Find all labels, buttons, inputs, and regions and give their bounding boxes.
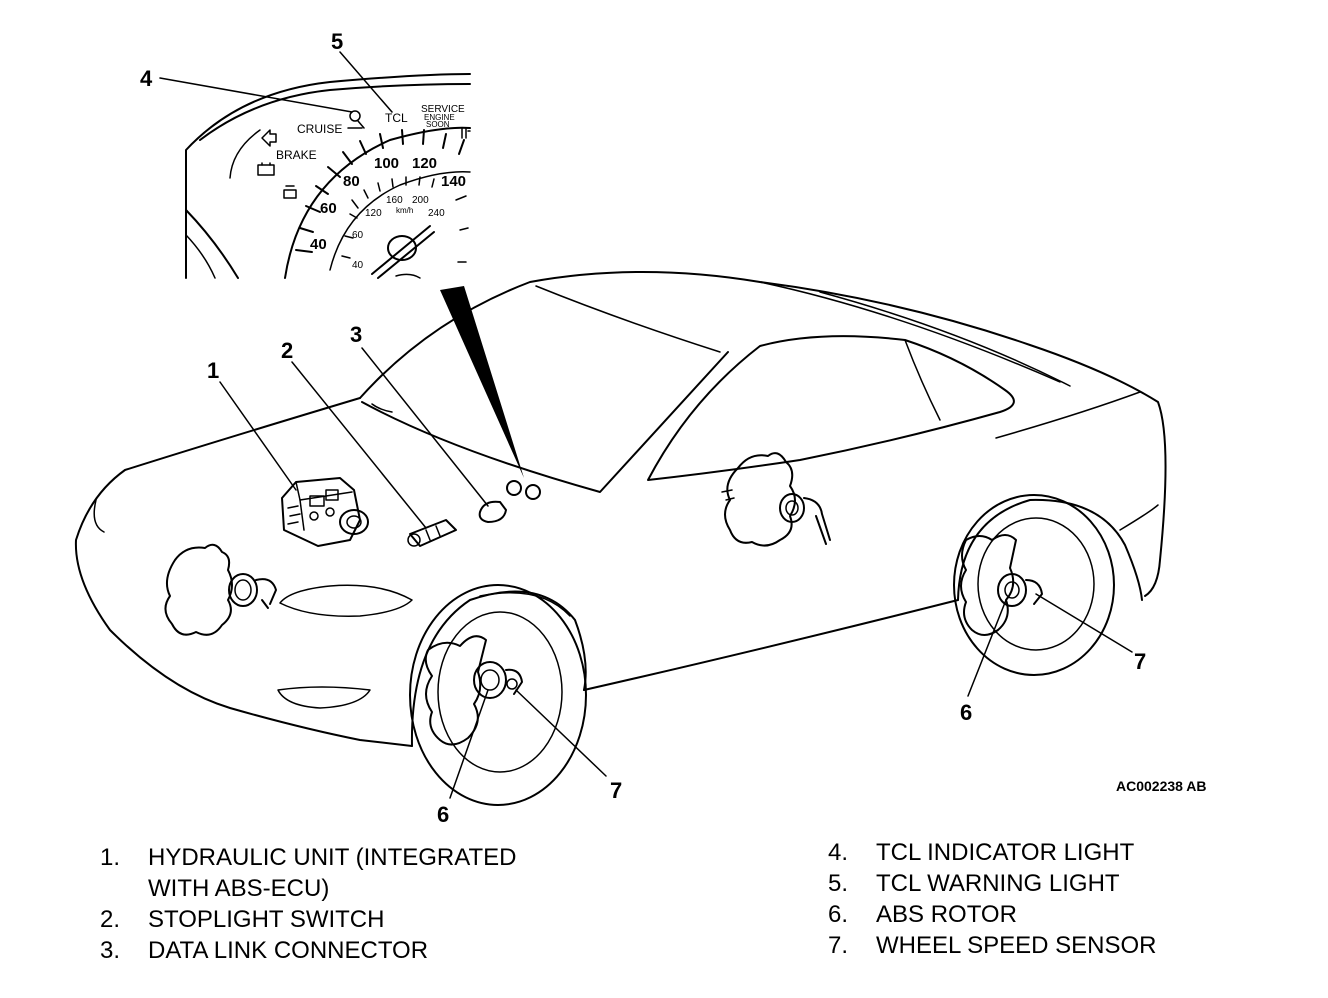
callout-5: 5 xyxy=(331,29,343,54)
callout-3: 3 xyxy=(350,322,362,347)
legend-left-column: 1. HYDRAULIC UNIT (INTEGRATED WITH ABS-E… xyxy=(100,842,516,966)
kmh-tick-60: 60 xyxy=(352,230,364,241)
legend-text: HYDRAULIC UNIT (INTEGRATED xyxy=(148,844,517,871)
callout-6-front: 6 xyxy=(437,802,449,827)
cruise-label: CRUISE xyxy=(297,122,342,136)
callout-6-rear: 6 xyxy=(960,700,972,725)
mph-tick-80: 80 xyxy=(343,173,360,190)
rear-right-wheel xyxy=(953,494,1115,676)
legend-text: STOPLIGHT SWITCH xyxy=(148,906,385,933)
legend-item-5: 5. TCL WARNING LIGHT xyxy=(828,868,1157,899)
front-left-brake-rotor xyxy=(164,543,277,636)
kmh-tick-120: 120 xyxy=(365,208,382,219)
hydraulic-unit xyxy=(281,477,369,547)
legend-item-1: 1. HYDRAULIC UNIT (INTEGRATED xyxy=(100,842,516,873)
legend-item-4: 4. TCL INDICATOR LIGHT xyxy=(828,837,1157,868)
kmh-tick-200: 200 xyxy=(412,195,429,206)
rear-left-brake-rotor xyxy=(721,452,831,547)
legend-text: WHEEL SPEED SENSOR xyxy=(876,932,1157,959)
legend-num: 2. xyxy=(100,906,121,933)
legend-num: 1. xyxy=(100,844,121,871)
tcl-indicator-icon xyxy=(347,110,365,129)
data-link-connector xyxy=(478,500,507,523)
inset-pointer-wedge xyxy=(440,286,524,478)
dash-lights-location xyxy=(506,480,541,500)
legend-item-2: 2. STOPLIGHT SWITCH xyxy=(100,904,516,935)
legend-num: 3. xyxy=(100,937,121,964)
service-icon xyxy=(461,127,471,139)
callout-7-front: 7 xyxy=(610,778,622,803)
kmh-unit-label: km/h xyxy=(396,206,413,215)
legend-item-3: 3. DATA LINK CONNECTOR xyxy=(100,935,516,966)
tcl-label: TCL xyxy=(385,111,408,125)
legend-right-column: 4. TCL INDICATOR LIGHT 5. TCL WARNING LI… xyxy=(828,837,1157,961)
callout-2: 2 xyxy=(281,338,293,363)
legend-text: DATA LINK CONNECTOR xyxy=(148,937,429,964)
service-label-line1: SERVICE xyxy=(421,104,465,115)
kmh-tick-40: 40 xyxy=(352,260,364,271)
legend-num: 7. xyxy=(828,932,849,959)
legend-num: 5. xyxy=(828,870,849,897)
callout-4: 4 xyxy=(140,66,153,91)
mph-tick-40: 40 xyxy=(310,236,327,253)
legend-text: ABS ROTOR xyxy=(876,901,1017,928)
front-right-wheel xyxy=(409,584,587,806)
callout-7-rear: 7 xyxy=(1134,649,1146,674)
legend-item-7: 7. WHEEL SPEED SENSOR xyxy=(828,930,1157,961)
legend-text: TCL INDICATOR LIGHT xyxy=(876,839,1135,866)
speedometer-ticks xyxy=(295,129,469,263)
legend-num: 4. xyxy=(828,839,849,866)
brake-label: BRAKE xyxy=(276,148,317,162)
instrument-cluster-inset: CRUISE BRAKE TCL SERVICE ENGINE SOON 40 … xyxy=(185,73,471,279)
legend-item-6: 6. ABS ROTOR xyxy=(828,899,1157,930)
speedometer-needle xyxy=(371,225,435,279)
kmh-tick-240: 240 xyxy=(428,208,445,219)
mph-tick-120: 120 xyxy=(412,155,437,172)
stoplight-switch xyxy=(407,519,457,547)
callout-1: 1 xyxy=(207,358,219,383)
legend-text: TCL WARNING LIGHT xyxy=(876,870,1120,897)
service-label-line3: SOON xyxy=(426,120,450,129)
battery-icon xyxy=(257,164,275,176)
dashboard-warning-icons xyxy=(257,110,471,199)
arrow-icon xyxy=(261,129,277,147)
mph-tick-100: 100 xyxy=(374,155,399,172)
legend-text: WITH ABS-ECU) xyxy=(148,875,330,902)
figure-code: AC002238 AB xyxy=(1116,778,1207,794)
service-label-line2: ENGINE xyxy=(424,113,455,122)
legend-num: 6. xyxy=(828,901,849,928)
legend-num-spacer xyxy=(100,873,148,904)
callout-leaders xyxy=(159,51,1133,799)
kmh-tick-160: 160 xyxy=(386,195,403,206)
legend-item-1-cont: WITH ABS-ECU) xyxy=(100,873,516,904)
car-outline xyxy=(74,271,1167,747)
mph-tick-60: 60 xyxy=(320,200,337,217)
oil-icon xyxy=(283,185,297,199)
mph-tick-140: 140 xyxy=(441,173,466,190)
